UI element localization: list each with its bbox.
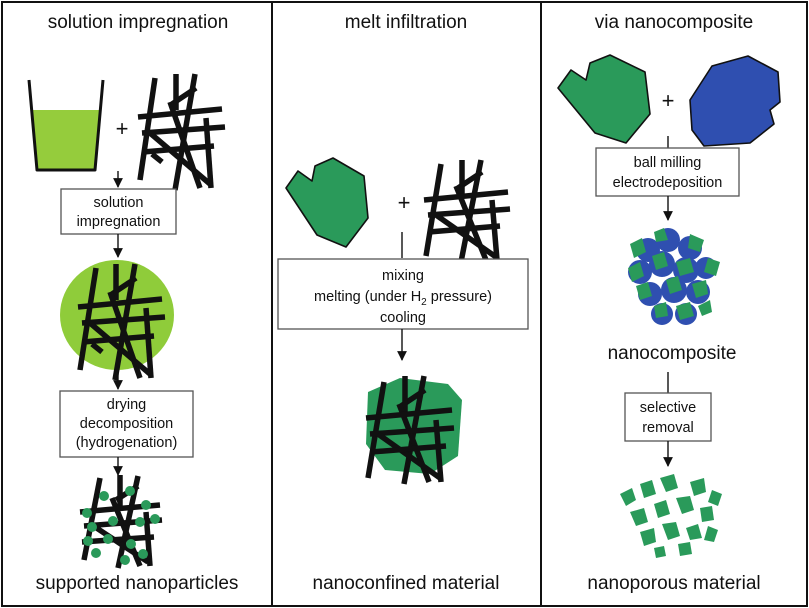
hydride-particle-icon bbox=[557, 54, 651, 144]
step-box-melt-infiltration: mixing melting (under H2 pressure) cooli… bbox=[277, 258, 529, 330]
step-label: decomposition bbox=[80, 416, 174, 432]
step-label: solution bbox=[94, 195, 144, 211]
supported-nanoparticles-icon bbox=[79, 475, 163, 569]
step-label: ball milling bbox=[634, 155, 702, 171]
hydride-particle-icon bbox=[285, 157, 369, 248]
plus-sign: + bbox=[662, 88, 675, 113]
step-box-solution-impregnation: solution impregnation bbox=[60, 188, 177, 235]
nanoconfined-material-icon bbox=[365, 375, 462, 485]
step-label: electrodeposition bbox=[613, 175, 723, 191]
step-label: (hydrogenation) bbox=[76, 435, 178, 451]
impregnated-scaffold-icon bbox=[60, 260, 174, 381]
nanoporous-material-icon bbox=[620, 474, 722, 558]
nanocomposite-cluster-icon bbox=[628, 228, 720, 325]
intermediate-label: nanocomposite bbox=[608, 343, 737, 364]
solution-beaker-icon bbox=[27, 79, 105, 172]
step-label: impregnation bbox=[77, 214, 161, 230]
step-box-ball-milling: ball milling electrodeposition bbox=[595, 147, 740, 197]
step-label: mixing bbox=[382, 268, 424, 284]
plus-sign: + bbox=[116, 116, 129, 141]
second-phase-particle-icon bbox=[689, 55, 781, 147]
panel-melt-infiltration: melt infiltration + mixing melting (unde… bbox=[277, 12, 529, 594]
step-label: selective bbox=[640, 400, 696, 416]
step-label: drying bbox=[107, 397, 147, 413]
solution-liquid bbox=[30, 110, 102, 170]
porous-scaffold-icon bbox=[137, 73, 226, 191]
plus-sign: + bbox=[398, 190, 411, 215]
step-box-selective-removal: selective removal bbox=[624, 392, 712, 442]
panel-via-nanocomposite: via nanocomposite + ball milling electro… bbox=[557, 12, 781, 594]
step-label: cooling bbox=[380, 310, 426, 326]
panel-caption: nanoconfined material bbox=[313, 573, 500, 594]
step-label: removal bbox=[642, 420, 694, 436]
panel-title: via nanocomposite bbox=[595, 12, 753, 33]
panel-caption: supported nanoparticles bbox=[36, 573, 239, 594]
panel-title: solution impregnation bbox=[48, 12, 229, 33]
step-box-drying-decomposition: drying decomposition (hydrogenation) bbox=[59, 390, 194, 458]
panel-solution-impregnation: solution impregnation + solutio bbox=[27, 12, 239, 594]
panel-caption: nanoporous material bbox=[587, 573, 760, 594]
step-label-melting: melting (under H2 pressure) bbox=[314, 289, 492, 308]
panel-title: melt infiltration bbox=[345, 12, 468, 33]
porous-scaffold-icon bbox=[423, 159, 511, 263]
